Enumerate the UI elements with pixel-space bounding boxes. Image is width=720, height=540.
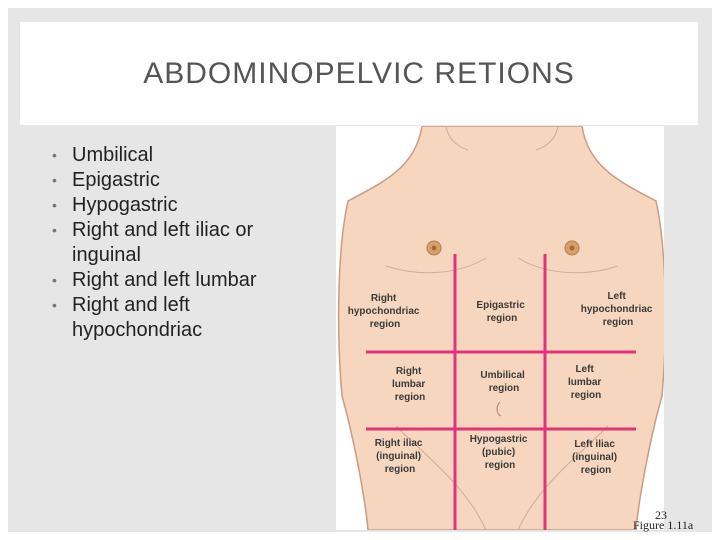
region-label-umbilical: Umbilical region	[480, 370, 527, 394]
figure-reference: Figure 1.11a	[633, 518, 694, 532]
neck-line-right	[535, 126, 559, 151]
abdominopelvic-regions-figure: Right hypochondriac region Epigastric re…	[336, 126, 664, 530]
region-label-left-iliac: Left iliac (inguinal) region	[572, 439, 620, 476]
region-label-right-hypochondriac: Right hypochondriac region	[348, 293, 422, 330]
region-label-left-hypochondriac: Left hypochondriac region	[581, 291, 655, 328]
chest-contour-left	[385, 257, 487, 274]
bullet-item: Umbilical	[52, 143, 322, 168]
region-label-hypogastric: Hypogastric (pubic) region	[470, 434, 531, 471]
region-label-epigastric: Epigastric region	[476, 300, 527, 324]
bullet-item: Epigastric	[52, 168, 322, 193]
chest-contour-right	[517, 257, 619, 274]
region-label-right-lumbar: Right lumbar region	[392, 366, 428, 403]
bullet-item: Hypogastric	[52, 193, 322, 218]
title-box: ABDOMINOPELVIC RETIONS	[20, 22, 698, 125]
slide-title: ABDOMINOPELVIC RETIONS	[143, 56, 575, 90]
bullet-item: Right and left iliac or inguinal	[52, 218, 322, 268]
page-number: 23	[655, 508, 667, 522]
groin-line-right	[517, 425, 609, 530]
bullet-item: Right and left lumbar	[52, 268, 322, 293]
bullet-item: Right and left hypochondriac	[52, 293, 322, 343]
groin-line-left	[395, 425, 487, 530]
right-nipple-center	[569, 245, 575, 251]
left-nipple-center	[431, 245, 437, 251]
navel	[496, 401, 502, 417]
region-label-right-iliac: Right iliac (inguinal) region	[375, 438, 426, 475]
neck-line-left	[445, 126, 469, 151]
region-label-left-lumbar: Left lumbar region	[568, 364, 604, 401]
bullet-list: Umbilical Epigastric Hypogastric Right a…	[52, 143, 322, 343]
